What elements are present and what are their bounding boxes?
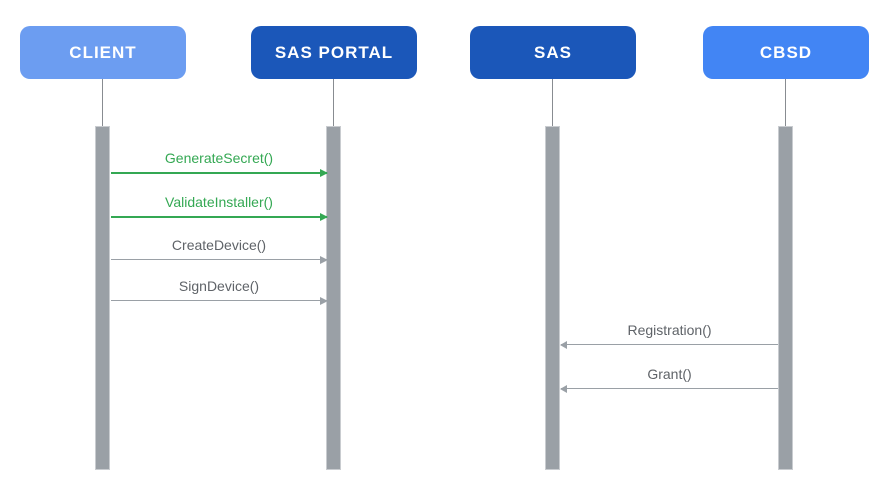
message-create-device: CreateDevice() (111, 235, 327, 261)
actor-label-sas-portal: SAS PORTAL (274, 42, 394, 62)
message-label: Grant() (647, 366, 692, 382)
actor-label-client: CLIENT (69, 42, 137, 62)
arrow-right-icon (111, 259, 327, 260)
actor-box-sas: SAS (470, 26, 636, 79)
message-label: CreateDevice() (171, 237, 267, 253)
message-label: Registration() (627, 322, 712, 338)
activation-bar-cbsd (778, 126, 793, 470)
arrow-right-icon (111, 300, 327, 301)
activation-bar-client (95, 126, 110, 470)
message-sign-device: SignDevice() (111, 276, 327, 302)
actor-box-cbsd: CBSD (703, 26, 869, 79)
message-validate-installer: ValidateInstaller() (111, 192, 327, 218)
message-label: SignDevice() (178, 278, 260, 294)
lifeline-sas-portal (333, 79, 334, 127)
actor-box-sas-portal: SAS PORTAL (251, 26, 417, 79)
message-grant: Grant() (561, 364, 778, 390)
message-generate-secret: GenerateSecret() (111, 148, 327, 174)
actor-label-sas: SAS (534, 42, 572, 62)
arrow-left-icon (561, 388, 778, 389)
activation-bar-sas (545, 126, 560, 470)
actor-box-client: CLIENT (20, 26, 186, 79)
lifeline-sas (552, 79, 553, 127)
actor-label-cbsd: CBSD (759, 42, 813, 62)
lifeline-client (102, 79, 103, 127)
arrow-right-icon (111, 216, 327, 218)
arrow-right-icon (111, 172, 327, 174)
arrow-left-icon (561, 344, 778, 345)
message-registration: Registration() (561, 320, 778, 346)
message-label: GenerateSecret() (164, 150, 274, 166)
message-label: ValidateInstaller() (165, 194, 273, 210)
lifeline-cbsd (785, 79, 786, 127)
activation-bar-sas-portal (326, 126, 341, 470)
